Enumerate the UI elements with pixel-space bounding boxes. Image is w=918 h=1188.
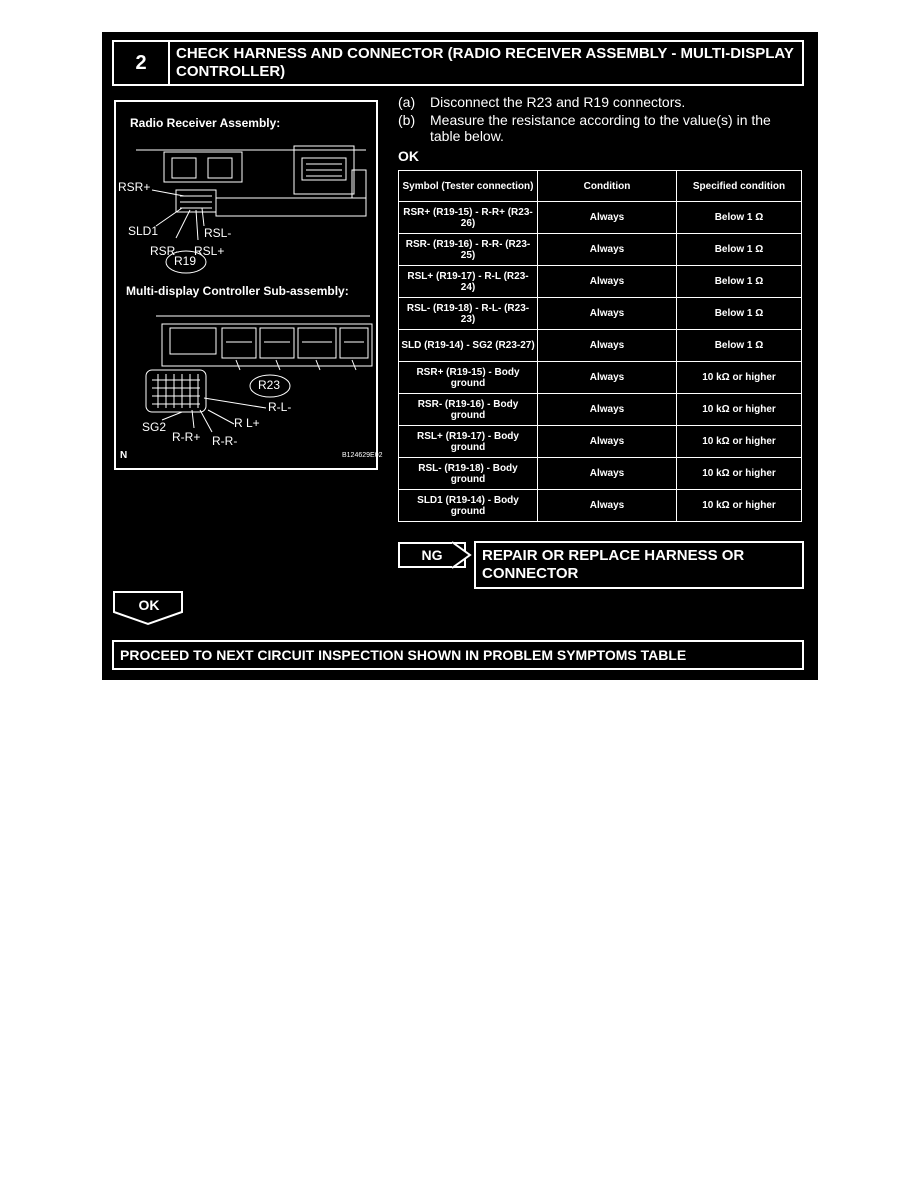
cell-spec: Below 1 Ω [676,265,802,298]
cell-condition: Always [537,329,677,362]
connector-r19-label: R19 [174,254,197,268]
cell-condition: Always [537,393,677,426]
label-r-r-minus: R-R- [212,434,238,448]
cell-spec: 10 kΩ or higher [676,361,802,394]
cell-condition: Always [537,489,677,522]
cell-symbol: SLD (R19-14) - SG2 (R23-27) [398,329,538,362]
cell-symbol: RSR- (R19-16) - Body ground [398,393,538,426]
diagram-title-radio: Radio Receiver Assembly: [130,116,281,130]
label-rsl-plus: RSL+ [194,244,225,258]
label-sg2: SG2 [142,420,167,434]
cell-symbol: RSL- (R19-18) - R-L- (R23-23) [398,297,538,330]
diagram-title-controller: Multi-display Controller Sub-assembly: [126,284,349,298]
cell-symbol: RSL+ (R19-17) - R-L (R23-24) [398,265,538,298]
cell-condition: Always [537,297,677,330]
cell-symbol: RSR+ (R19-15) - Body ground [398,361,538,394]
label-rsr-minus: RSR- [150,244,180,258]
cell-condition: Always [537,425,677,458]
cell-symbol: RSR+ (R19-15) - R-R+ (R23-26) [398,201,538,234]
cell-condition: Always [537,361,677,394]
label-rsl-minus: RSL- [204,226,232,240]
cell-spec: 10 kΩ or higher [676,393,802,426]
cell-condition: Always [537,457,677,490]
ng-label: NG [421,547,443,563]
corner-mark: N [120,450,128,461]
cell-condition: Always [537,265,677,298]
col-header-symbol: Symbol (Tester connection) [398,170,538,202]
instruction-text-a: Disconnect the R23 and R19 connectors. [430,94,686,110]
figure-code: B124629E02 [342,452,383,459]
ok-arrow-box [113,591,183,626]
connector-diagram: Radio Receiver Assembly: [114,100,382,470]
instruction-marker-b: (b) [398,112,416,128]
col-header-condition: Condition [537,170,677,202]
step-number: 2 [112,40,170,86]
cell-spec: Below 1 Ω [676,201,802,234]
cell-symbol: RSR- (R19-16) - R-R- (R23-25) [398,233,538,266]
label-r-l-plus: R L+ [234,416,260,430]
label-r-r-plus: R-R+ [172,430,201,444]
instruction-marker-a: (a) [398,94,416,110]
proceed-box: PROCEED TO NEXT CIRCUIT INSPECTION SHOWN… [112,640,804,670]
connector-drawing [136,145,373,433]
label-sld1: SLD1 [128,224,159,238]
cell-spec: Below 1 Ω [676,297,802,330]
cell-spec: 10 kΩ or higher [676,457,802,490]
step-title: CHECK HARNESS AND CONNECTOR (RADIO RECEI… [168,40,804,86]
resistance-table: Symbol (Tester connection) Condition Spe… [398,170,802,522]
cell-symbol: RSL+ (R19-17) - Body ground [398,425,538,458]
label-r-l-minus: R-L- [268,400,292,414]
repair-action-box: REPAIR OR REPLACE HARNESS OR CONNECTOR [474,541,804,589]
cell-spec: Below 1 Ω [676,329,802,362]
ok-label: OK [138,597,160,613]
instruction-text-b: Measure the resistance according to the … [430,112,771,144]
procedure-panel: 2 CHECK HARNESS AND CONNECTOR (RADIO REC… [102,32,818,680]
cell-condition: Always [537,233,677,266]
connector-r23-label: R23 [258,378,281,392]
cell-spec: 10 kΩ or higher [676,425,802,458]
table-header-row: Symbol (Tester connection) Condition Spe… [398,170,802,202]
col-header-spec: Specified condition [676,170,802,202]
cell-spec: Below 1 Ω [676,233,802,266]
label-rsr-plus: RSR+ [118,180,151,194]
cell-spec: 10 kΩ or higher [676,489,802,522]
cell-symbol: SLD1 (R19-14) - Body ground [398,489,538,522]
ng-arrow-icon [451,541,472,569]
ok-heading: OK [398,148,419,164]
cell-symbol: RSL- (R19-18) - Body ground [398,457,538,490]
cell-condition: Always [537,201,677,234]
